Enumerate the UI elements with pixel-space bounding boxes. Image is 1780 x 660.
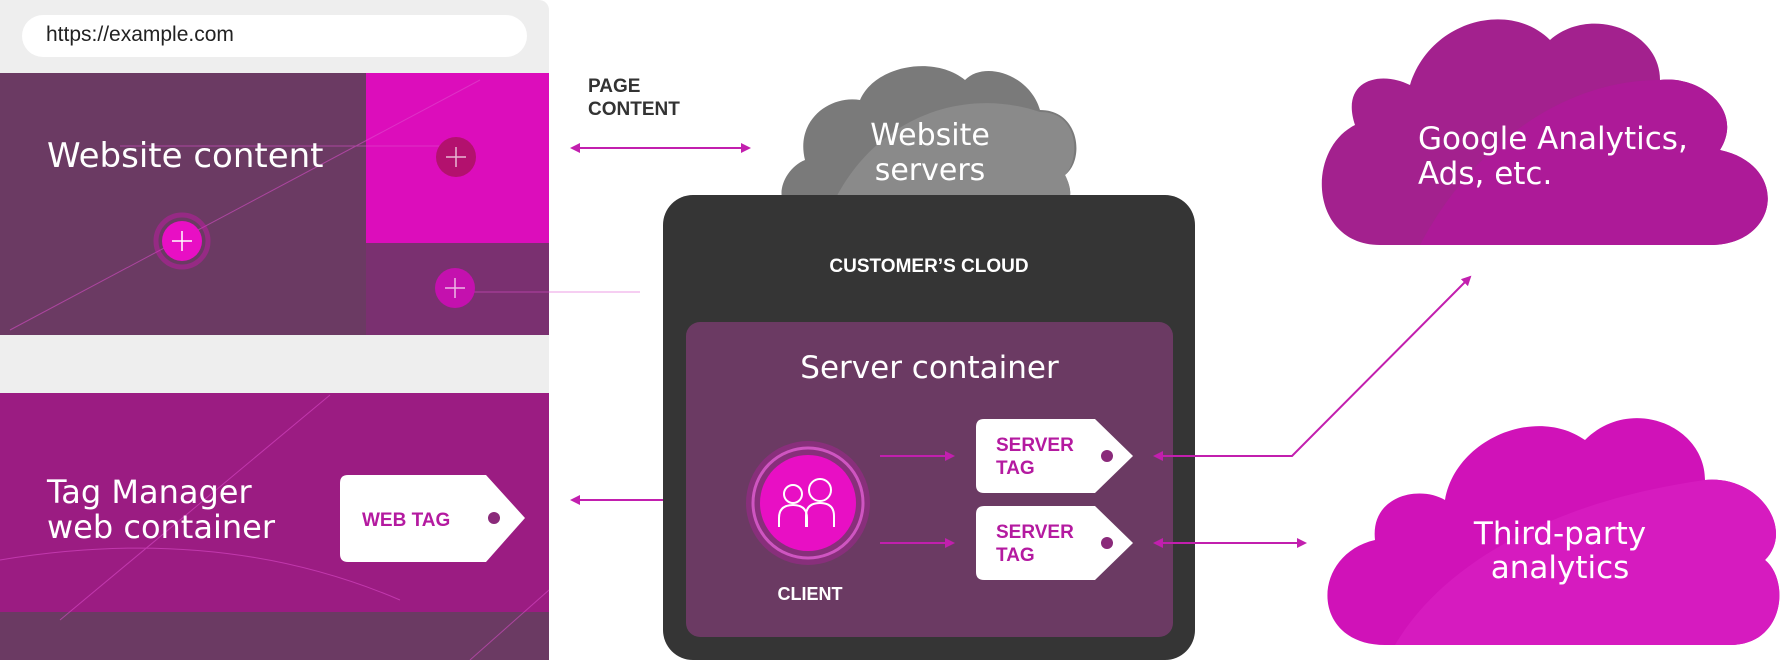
decorative-lines xyxy=(0,79,640,660)
tag-manager-label: Tag Manager web container xyxy=(47,473,275,546)
customers-cloud-label: CUSTOMER’S CLOUD xyxy=(829,256,1029,277)
google-analytics-label: Google Analytics, Ads, etc. xyxy=(1418,121,1688,192)
plus-marker-icon xyxy=(435,268,475,308)
tag-to-google-arrow xyxy=(1148,275,1472,461)
url-text: https://example.com xyxy=(46,23,234,46)
web-tag-icon xyxy=(340,475,525,562)
tag-manager-footer-strip xyxy=(0,612,549,660)
third-party-cloud xyxy=(1327,418,1780,645)
server-tag-label: SERVER TAG xyxy=(996,522,1074,566)
page-content-label: PAGE CONTENT xyxy=(588,76,680,120)
website-servers-label: Website servers xyxy=(870,118,990,188)
client-label: CLIENT xyxy=(777,584,843,604)
google-analytics-cloud xyxy=(1321,19,1768,245)
server-container-label: Server container xyxy=(800,350,1059,386)
website-content-label: Website content xyxy=(47,136,324,176)
web-tag-label: WEB TAG xyxy=(362,510,451,531)
address-bar[interactable] xyxy=(22,15,527,57)
third-party-analytics-label: Third-party analytics xyxy=(1473,516,1647,586)
server-tag-label: SERVER TAG xyxy=(996,435,1074,479)
website-servers-cloud xyxy=(781,66,1077,212)
plus-marker-icon xyxy=(436,137,476,177)
plus-marker-icon xyxy=(153,212,211,270)
